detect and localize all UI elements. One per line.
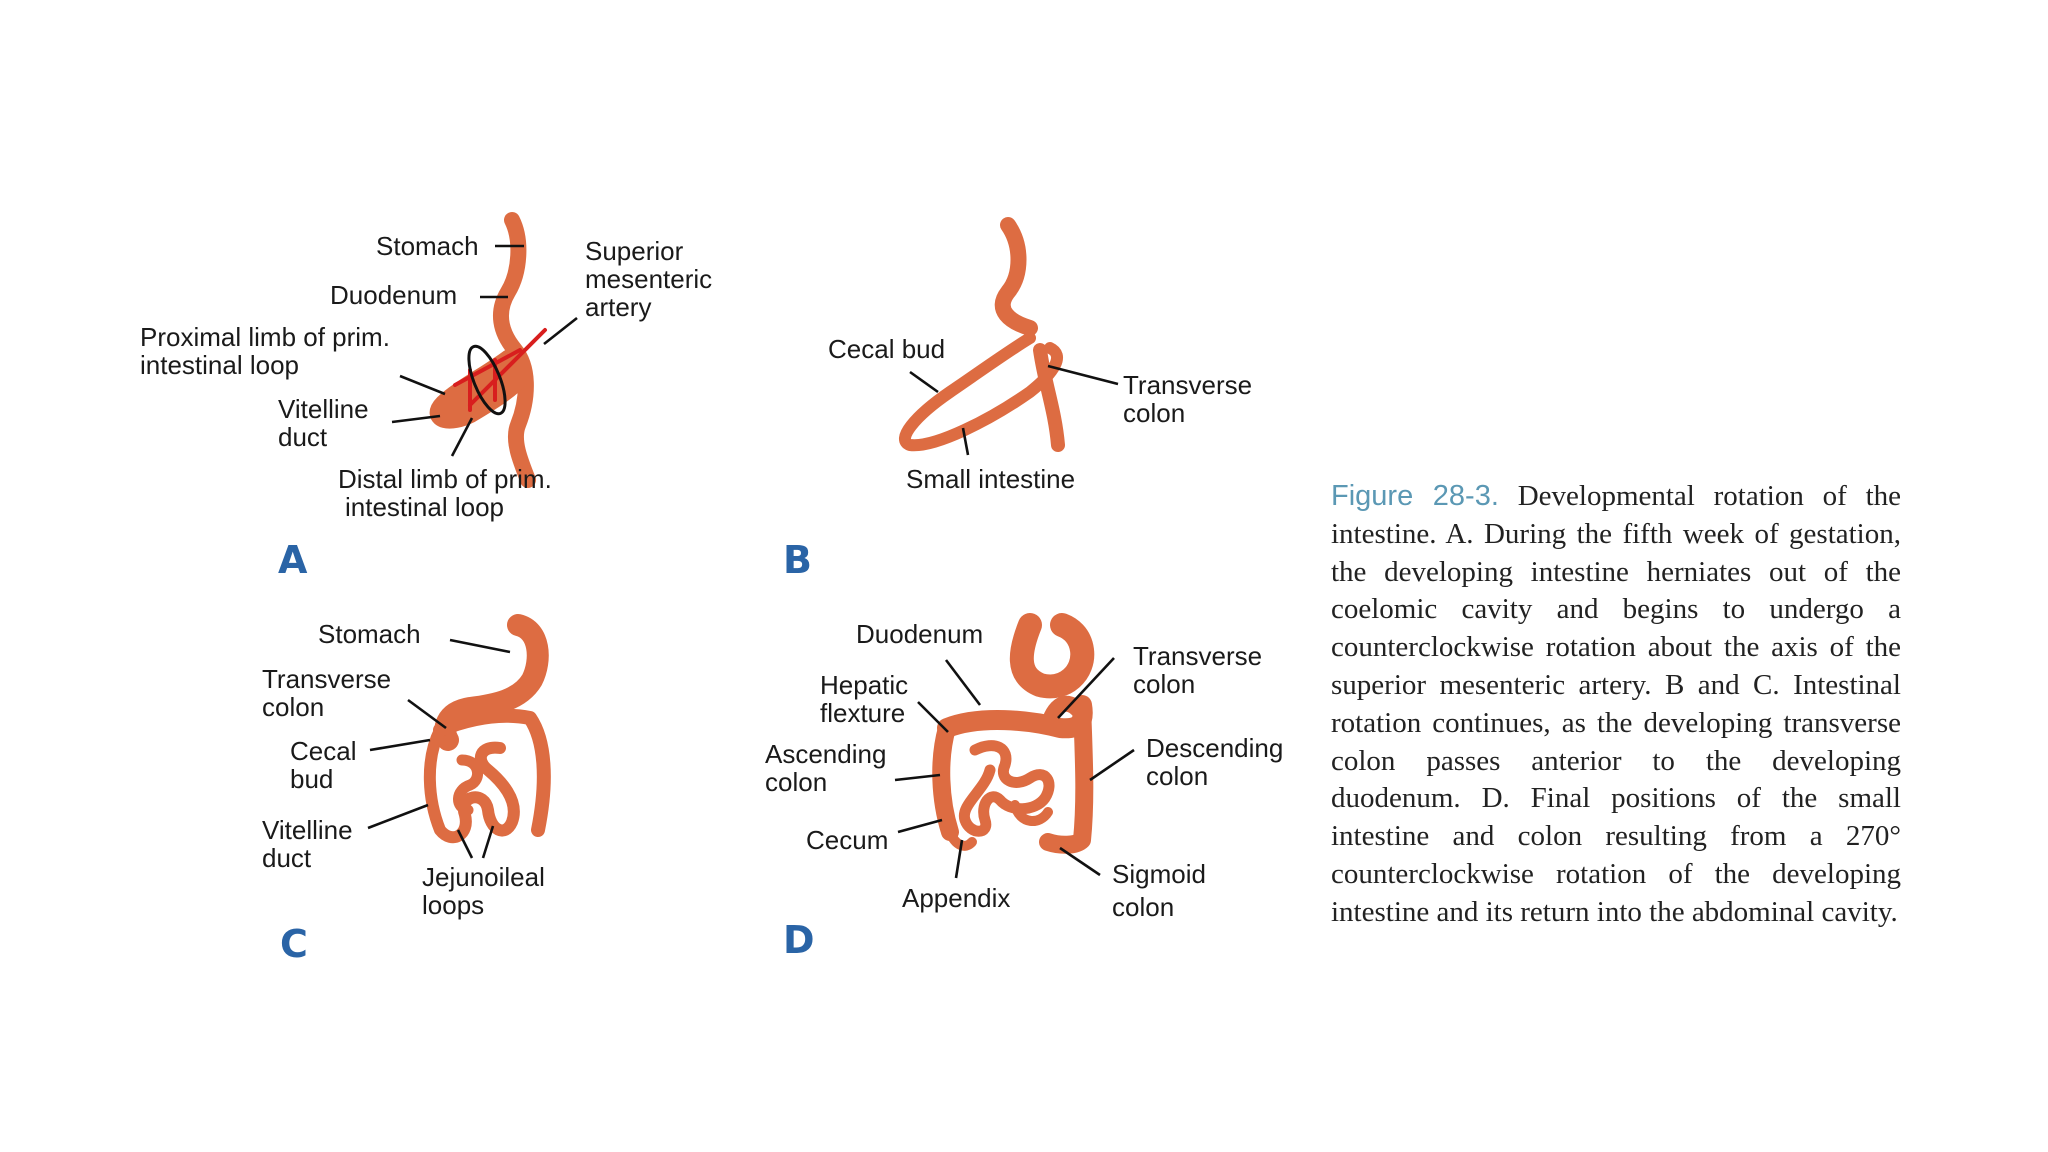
panel-a-distal-label-1: Distal limb of prim. [338,464,552,494]
panel-c: Stomach Transverse colon Cecal bud Vitel… [262,614,551,966]
panel-b-transverse-leader [1047,364,1119,386]
panel-d-ascending-leader [894,773,941,782]
panel-c-transverse-label-1: Transverse [262,664,391,694]
panel-d-duodenum-leader [944,659,982,706]
panel-b-cecal-bud-leader [909,370,939,394]
panel-d-appendix-label: Appendix [902,883,1010,913]
figure-caption: Figure 28-3. Developmental rotation of t… [1331,478,1901,932]
panel-b-small-intestine-label: Small intestine [906,464,1075,494]
panel-a-distal-label-2: intestinal loop [345,492,504,522]
panel-a-stomach-label: Stomach [376,231,479,261]
panel-d-ascending-label-2: colon [765,767,827,797]
panel-a-sma-leader [543,316,578,346]
panel-a-distal-leader [450,417,474,457]
panel-d-gut-drawing [932,613,1095,854]
panel-b-letter: B [783,538,812,582]
panel-b-gut-drawing [899,217,1065,452]
panel-d-cecum-label: Cecum [806,825,888,855]
panel-d-sigmoid-label-1: Sigmoid [1112,859,1206,889]
panel-b-cecal-bud-label: Cecal bud [828,334,945,364]
panel-d-descending-label-2: colon [1146,761,1208,791]
panel-a-vitelline-label-2: duct [278,422,328,452]
panel-c-vitelline-label-2: duct [262,843,312,873]
panel-a-gut-drawing [429,212,547,488]
panel-c-vitelline-leader [367,803,429,830]
panel-a-proximal-label-2: intestinal loop [140,350,299,380]
panel-d-descending-leader [1089,748,1135,782]
panel-d-cecum-leader [897,818,943,834]
panel-a-sma-label-2: mesenteric [585,264,712,294]
caption-body: Developmental rotation of the intestine.… [1331,480,1902,928]
panel-d-appendix-leader [954,839,964,879]
panel-c-cecal-leader [369,738,431,752]
panel-a-proximal-leader [399,374,446,396]
panel-d-letter: D [783,918,815,962]
panel-b: Cecal bud Transverse colon Small intesti… [783,217,1252,582]
panel-d-transverse-leader [1057,657,1115,719]
panel-c-stomach-leader [449,638,511,654]
panel-c-jejuno-leader-1 [456,829,474,859]
panel-d-transverse-label-2: colon [1133,669,1195,699]
panel-d-sigmoid-leader [1059,846,1101,877]
panel-a: Stomach Duodenum Superior mesenteric art… [140,212,712,582]
panel-a-vitelline-label-1: Vitelline [278,394,369,424]
caption-title: Figure 28-3. [1331,480,1499,512]
panel-c-cecal-label-2: bud [290,764,333,794]
panel-d-descending-label-1: Descending [1146,733,1283,763]
panel-b-transverse-label-1: Transverse [1123,370,1252,400]
panel-c-cecal-label-1: Cecal [290,736,356,766]
panel-c-stomach-label: Stomach [318,619,421,649]
panel-b-small-intestine-leader [961,427,970,456]
panel-a-proximal-label-1: Proximal limb of prim. [140,322,390,352]
panel-c-letter: C [280,922,308,966]
panel-d-transverse-label-1: Transverse [1133,641,1262,671]
panel-a-sma-label-3: artery [585,292,651,322]
panel-d-duodenum-label: Duodenum [856,619,983,649]
panel-c-jejuno-leader-2 [481,825,495,859]
panel-a-letter: A [278,538,308,582]
panel-a-duodenum-label: Duodenum [330,280,457,310]
panel-c-vitelline-label-1: Vitelline [262,815,353,845]
panel-d-hepatic-leader [917,701,949,733]
panel-d-hepatic-label-1: Hepatic [820,670,908,700]
panel-b-transverse-label-2: colon [1123,398,1185,428]
panel-d-hepatic-label-2: flexture [820,698,905,728]
panel-d: Duodenum Hepatic flexture Ascending colo… [765,613,1283,962]
panel-c-transverse-label-2: colon [262,692,324,722]
panel-c-jejuno-label-2: loops [422,890,484,920]
panel-c-jejuno-label-1: Jejunoileal [422,862,545,892]
panel-a-vitelline-leader [391,414,441,424]
panel-d-sigmoid-label-2: colon [1112,892,1174,922]
panel-c-gut-drawing [423,614,551,844]
panel-d-ascending-label-1: Ascending [765,739,886,769]
panel-c-transverse-leader [407,698,447,730]
panel-a-sma-label-1: Superior [585,236,684,266]
